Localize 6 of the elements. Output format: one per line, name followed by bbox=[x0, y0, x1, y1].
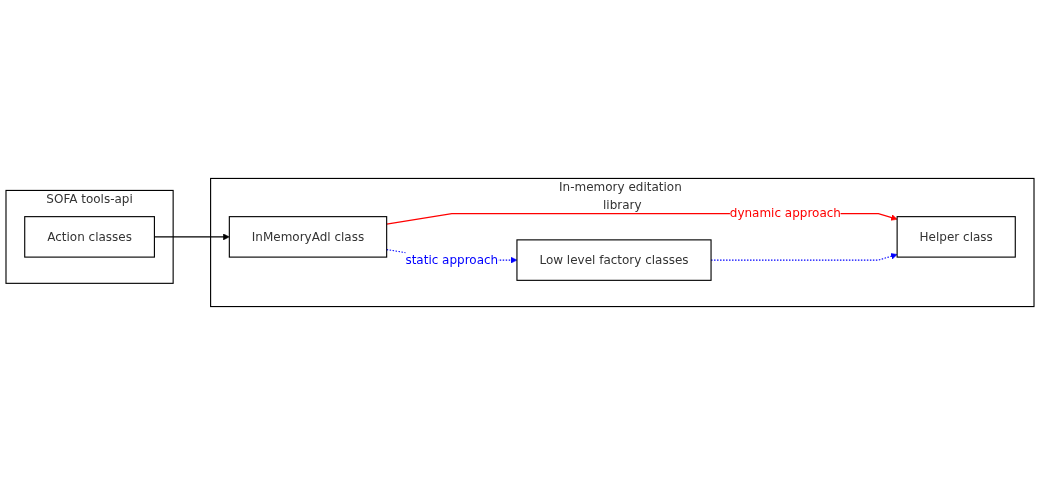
node-box: Helper class bbox=[896, 216, 1016, 258]
node-box: Low level factory classes bbox=[516, 239, 712, 281]
edge-label: static approach bbox=[405, 252, 499, 267]
edge-label: dynamic approach bbox=[729, 206, 841, 221]
node-box: InMemoryAdl class bbox=[228, 216, 388, 258]
node-box: Action classes bbox=[24, 216, 155, 258]
